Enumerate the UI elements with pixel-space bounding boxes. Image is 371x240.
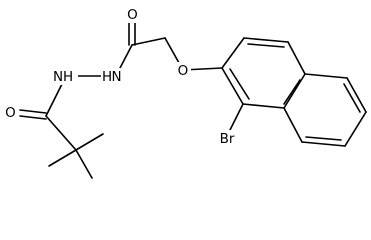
bond-pivaloyl-carbonyl-nitrogen [45,81,64,117]
bond-ring-c4a-c8a [283,73,306,109]
bond-ring-c1-bromine [228,103,244,133]
bond-quaternary-carbon-methyl-top [75,133,104,151]
bond-ring-c6-c7 [344,111,367,147]
bond-ring-c2-c3 [221,37,245,69]
bond-quaternary-carbon-methyl-left [48,149,77,167]
atom-labels: O H N N H O O Br [3,6,240,148]
bond-quaternary-carbon-methyl-bottom [75,149,93,179]
atom-label-ether-oxygen: O [178,63,189,79]
structure-diagram: O H N N H O O Br [3,6,367,179]
bond-ring-c8-c8a [283,107,303,143]
bond-ring-c1-c2 [221,67,244,105]
bond-nitrogen-acetyl-carbonyl-carbon [118,44,133,71]
bond-ring-c7-c8 [301,141,346,147]
bond-ring-c4a-c8a-inner [283,79,301,105]
bond-ring-c3-c4-inner [247,43,285,48]
bond-ring-c5-c6 [346,77,367,113]
atom-label-amide-nitrogen-left: N [53,69,63,85]
molecule-canvas: O H N N H O O Br [3,6,367,179]
bond-ring-c5-c6-inner [343,83,361,113]
atom-label-carbonyl-oxygen-top: O [127,7,138,23]
bond-ring-c4-c4a [287,41,306,75]
bonds [19,17,367,179]
atom-label-bromine: Br [220,131,235,147]
atom-label-amide-nitrogen-left-h: H [63,69,73,85]
bond-pivaloyl-carbonyl-double-a [19,109,47,114]
atom-label-amide-nitrogen-right: N [112,69,122,85]
atom-label-carbonyl-oxygen-left: O [5,105,16,121]
bond-ring-c3-c4 [243,37,289,43]
bond-pivaloyl-carbonyl-double-b [19,115,47,120]
bond-acetyl-carbonyl-methylene [131,37,166,46]
bond-ring-c7-c8-inner [305,136,342,141]
bond-ring-c4a-c5 [304,73,348,79]
bond-ring-c8a-c1 [242,103,285,109]
bond-ring-c1-c2-inner [229,68,250,100]
atom-label-amide-nitrogen-right-h: H [102,69,112,85]
bond-pivaloyl-carbonyl-carbon-quaternary-carbon [45,115,77,151]
